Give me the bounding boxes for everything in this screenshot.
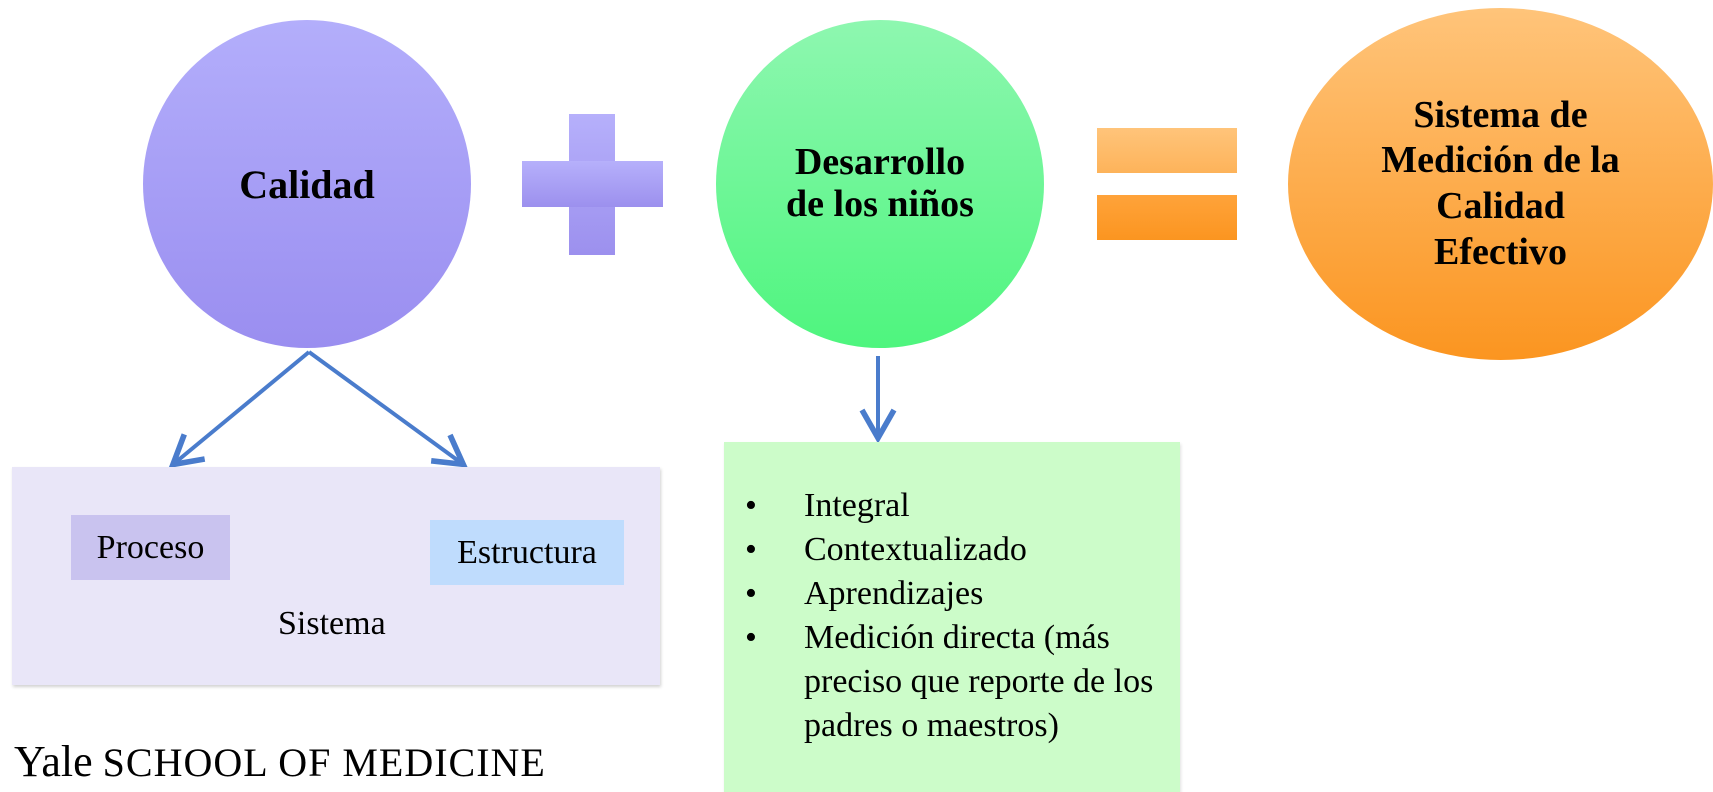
result-label-line4: Efectivo [1434, 230, 1567, 273]
logo-main-text: Yale [14, 737, 93, 786]
list-item: Contextualizado [740, 528, 1160, 572]
result-label-line2: Medición de la [1381, 139, 1620, 182]
list-item: Medición directa (más preciso que report… [740, 616, 1160, 748]
development-features-list: Integral Contextualizado Aprendizajes Me… [740, 484, 1160, 748]
estructura-tag: Estructura [430, 520, 624, 585]
equals-operator-top-bar [1097, 128, 1237, 173]
logo-sub-text: SCHOOL OF MEDICINE [102, 740, 546, 785]
calidad-label: Calidad [239, 161, 375, 207]
result-circle: Sistema de Medición de la Calidad Efecti… [1288, 8, 1713, 360]
plus-operator-horizontal [522, 161, 663, 207]
desarrollo-label-line1: Desarrollo [794, 141, 966, 184]
desarrollo-label-line2: de los niños [786, 183, 974, 225]
result-label-line3: Calidad [1436, 185, 1565, 227]
list-item: Integral [740, 484, 1160, 528]
result-label-line1: Sistema de [1413, 93, 1588, 136]
calidad-circle: Calidad [143, 20, 471, 348]
yale-school-of-medicine-logo: Yale SCHOOL OF MEDICINE [14, 740, 546, 784]
equals-operator-bottom-bar [1097, 195, 1237, 240]
sistema-label: Sistema [278, 605, 386, 642]
desarrollo-circle: Desarrollo de los niños [716, 20, 1044, 348]
proceso-tag: Proceso [71, 515, 230, 580]
arrow-calidad-to-estructura [307, 350, 468, 468]
list-item: Aprendizajes [740, 572, 1160, 616]
arrow-calidad-to-proceso [168, 350, 311, 469]
